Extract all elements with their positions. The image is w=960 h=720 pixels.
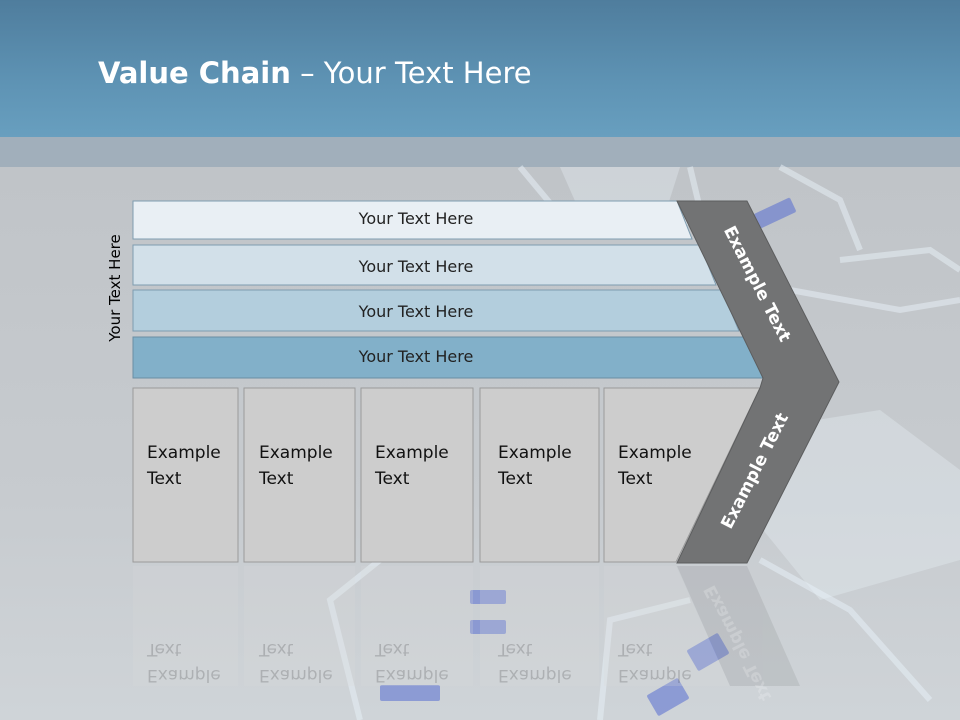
bar-1-label: Your Text Here [358,209,474,228]
box-5-refl-line1: Example [618,665,692,685]
box-1-reflection [133,566,238,686]
box-4-text-reflection: Example Text [498,636,572,688]
box-2-line2: Text [259,469,294,489]
reflection-shapes [133,566,800,686]
box-4-refl-line2: Text [498,639,533,659]
box-3-text-reflection: Example Text [375,636,449,688]
page-title: Value Chain – Your Text Here [98,56,532,90]
bar-2-shape [132,244,717,286]
box-5-reflection [604,566,730,686]
box-3-refl-line2: Text [375,639,410,659]
box-1-refl-line2: Text [147,639,182,659]
chevron-reflection [677,566,800,686]
box-3-line1: Example [375,443,449,463]
box-1-text-reflection: Example Text [147,636,221,688]
box-1-refl-line1: Example [147,665,221,685]
box-3-shape [360,387,474,563]
box-2-line1: Example [259,443,333,463]
box-5-shape [603,387,761,563]
box-4-line2: Text [498,469,533,489]
box-4-shape [479,387,600,563]
header-subband [0,137,960,167]
box-5-line1: Example [618,443,692,463]
bar-1-shape [132,200,693,240]
box-5-text-reflection: Example Text [618,636,692,688]
bar-2-label: Your Text Here [358,257,474,276]
title-main: Value Chain [98,56,291,90]
box-4-line1: Example [498,443,572,463]
box-1-shape [132,387,239,563]
box-3-reflection [361,566,473,686]
title-rest: – Your Text Here [290,56,532,90]
box-2-text-reflection: Example Text [259,636,333,688]
box-4-refl-line1: Example [498,665,572,685]
bar-4-label: Your Text Here [358,347,474,366]
box-3-line2: Text [375,469,410,489]
box-2-shape [243,387,356,563]
box-4-reflection [480,566,599,686]
bar-3-shape [132,289,740,332]
box-5-refl-line2: Text [618,639,653,659]
box-2-refl-line2: Text [259,639,294,659]
box-2-reflection [244,566,355,686]
bar-3-label: Your Text Here [358,302,474,321]
header-band [0,0,960,137]
box-1-line2: Text [147,469,182,489]
box-1-line1: Example [147,443,221,463]
box-2-refl-line1: Example [259,665,333,685]
box-5-line2: Text [618,469,653,489]
box-3-refl-line1: Example [375,665,449,685]
chevron-arrow [676,200,840,564]
